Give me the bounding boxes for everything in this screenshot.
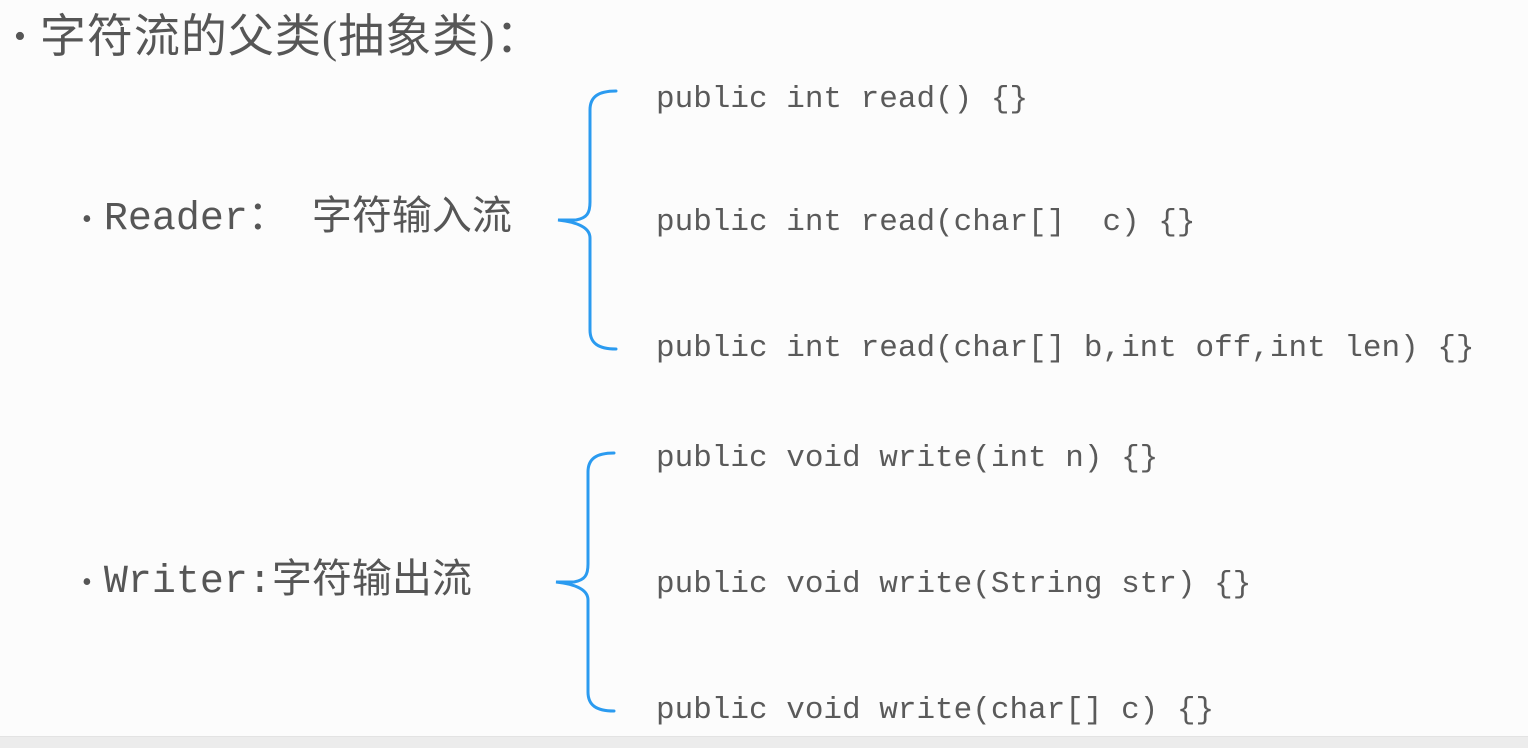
method-signature-read-0: public int read() {} [656,82,1029,117]
footer-strip [0,736,1528,748]
method-signature-read-1: public int read(char[] c) {} [656,205,1196,240]
writer-group-brace-icon [555,451,616,713]
method-signature-write-1: public void write(String str) {} [656,567,1252,602]
method-signature-write-2: public void write(char[] c) {} [656,693,1215,728]
method-signature-read-2: public int read(char[] b,int off,int len… [656,331,1475,366]
page-title-row: • 字符流的父类(抽象类)： [14,8,543,66]
reader-label-row: • Reader： 字符输入流 [82,197,512,243]
bullet-icon: • [14,18,26,55]
writer-label: Writer:字符输出流 [103,560,472,605]
bullet-icon: • [82,567,92,598]
reader-label: Reader： 字符输入流 [103,197,512,242]
reader-group-brace-icon [557,89,618,351]
writer-label-row: • Writer:字符输出流 [82,560,472,606]
page-title: 字符流的父类(抽象类)： [39,11,543,62]
bullet-icon: • [82,204,92,235]
curly-brace-path [557,89,618,351]
curly-brace-path [555,451,616,713]
method-signature-write-0: public void write(int n) {} [656,441,1159,476]
